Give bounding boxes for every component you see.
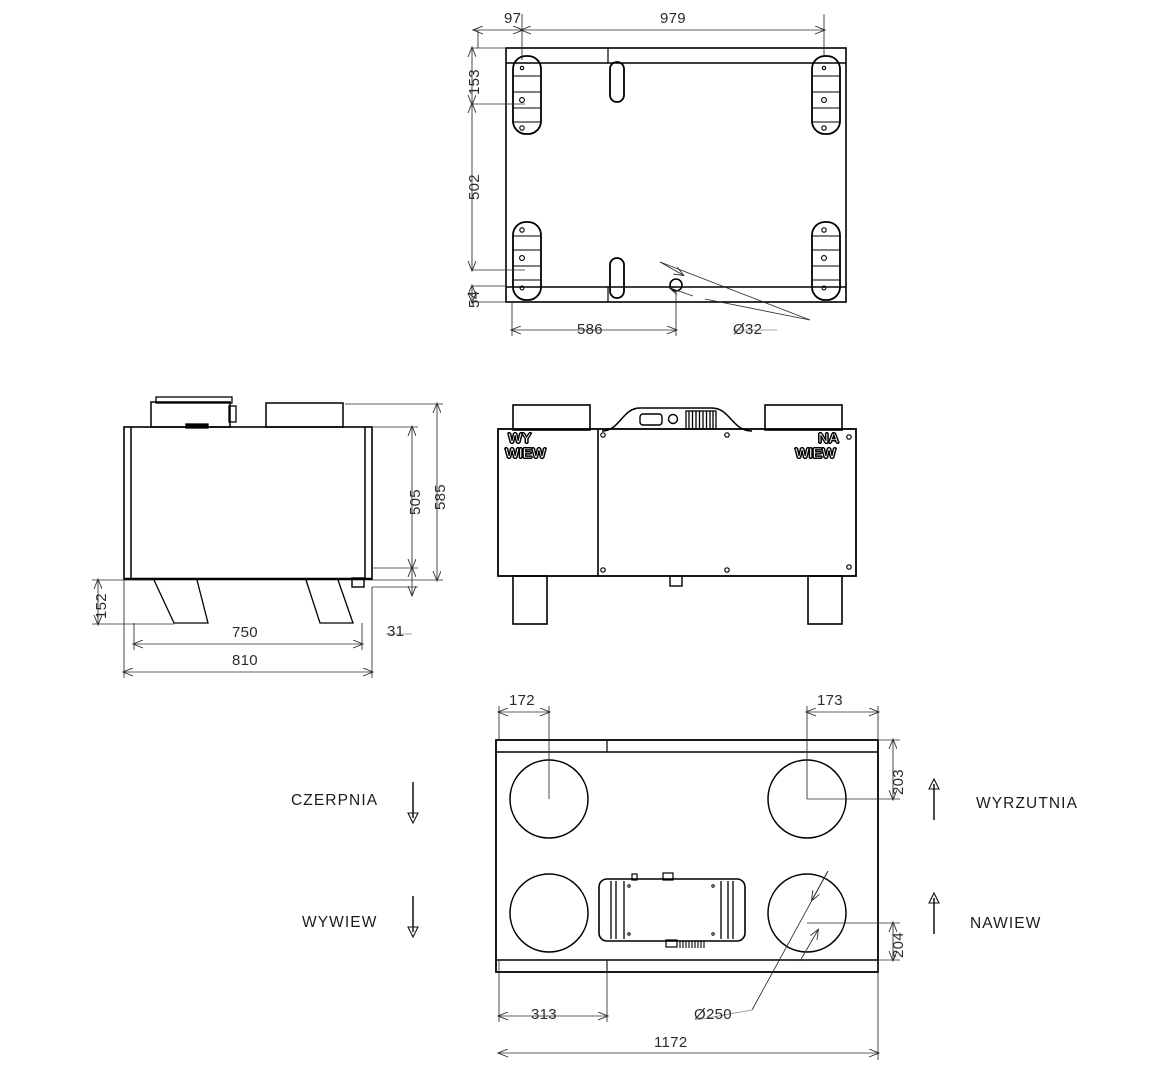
flow-label-wywiew: WYWIEW [302, 914, 378, 931]
flow-arrows [407, 777, 940, 939]
duct-circle-bottom-right [767, 873, 847, 953]
flow-label-nawiew: NAWIEW [970, 915, 1042, 932]
dim-top-586: 586 [577, 321, 603, 338]
dim-plan-1172: 1172 [654, 1034, 688, 1051]
dim-top-153: 153 [466, 69, 483, 95]
dim-plan-204: 204 [890, 932, 907, 958]
side-view-dimensions [92, 404, 443, 678]
mount-bracket-top-left [512, 55, 542, 135]
dim-plan-diameter-250: Ø250 [694, 1006, 732, 1023]
bottom-view-geometry [495, 739, 879, 973]
front-view-geometry [497, 404, 857, 625]
dim-side-31: 31 [387, 623, 405, 640]
dim-side-810: 810 [232, 652, 258, 669]
mount-bracket-top-right [811, 55, 841, 135]
dim-plan-313: 313 [531, 1006, 557, 1023]
front-badge-left-line2: WIEW [505, 445, 547, 462]
dim-top-502: 502 [466, 174, 483, 200]
dim-plan-203: 203 [890, 769, 907, 795]
flow-label-czerpnia: CZERPNIA [291, 792, 379, 809]
flow-label-wyrzutnia: WYRZUTNIA [976, 795, 1079, 812]
dim-side-750: 750 [232, 624, 258, 641]
front-badge-left-line1: WY [507, 430, 532, 447]
side-view-geometry [123, 396, 373, 624]
dim-top-diameter-32: Ø32 [733, 321, 763, 338]
dim-side-585: 585 [432, 484, 449, 510]
dim-top-97: 97 [504, 10, 522, 27]
dim-top-979: 979 [660, 10, 686, 27]
front-badge-right-line2: WIEW [795, 445, 837, 462]
mount-bracket-bottom-right [811, 221, 841, 301]
drain-hole [669, 278, 683, 292]
duct-circle-bottom-left [509, 873, 589, 953]
centre-module [598, 872, 746, 948]
dim-plan-173: 173 [817, 692, 843, 709]
dim-plan-172: 172 [509, 692, 535, 709]
front-badge-right-line1: NA [818, 430, 840, 447]
top-view-geometry [505, 47, 847, 303]
dim-side-505: 505 [407, 489, 424, 515]
mount-bracket-bottom-left [512, 221, 542, 301]
bottom-view-dimensions [499, 706, 900, 1060]
dim-side-152: 152 [93, 593, 110, 619]
top-view-dimensions [472, 14, 824, 336]
dim-top-54: 54 [466, 290, 483, 308]
